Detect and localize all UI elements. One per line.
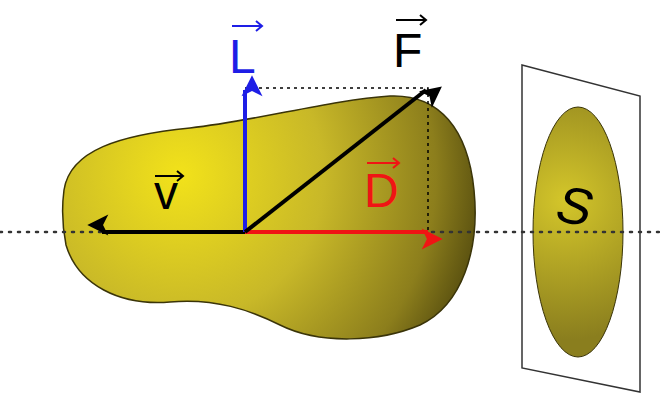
lift-label: L — [229, 33, 256, 81]
axis-line — [0, 231, 660, 234]
construction-lines — [245, 88, 428, 232]
velocity-label: v — [154, 169, 178, 217]
force-vector — [245, 90, 426, 232]
projection-plane — [522, 65, 640, 392]
velocity-vector — [102, 230, 245, 234]
lift-vector — [243, 90, 247, 232]
projected-area — [533, 107, 623, 357]
force-label: F — [393, 27, 422, 75]
vector-accents — [155, 15, 426, 181]
body-shape — [63, 96, 475, 339]
drag-label: D — [364, 167, 399, 215]
drag-vector — [245, 230, 428, 234]
